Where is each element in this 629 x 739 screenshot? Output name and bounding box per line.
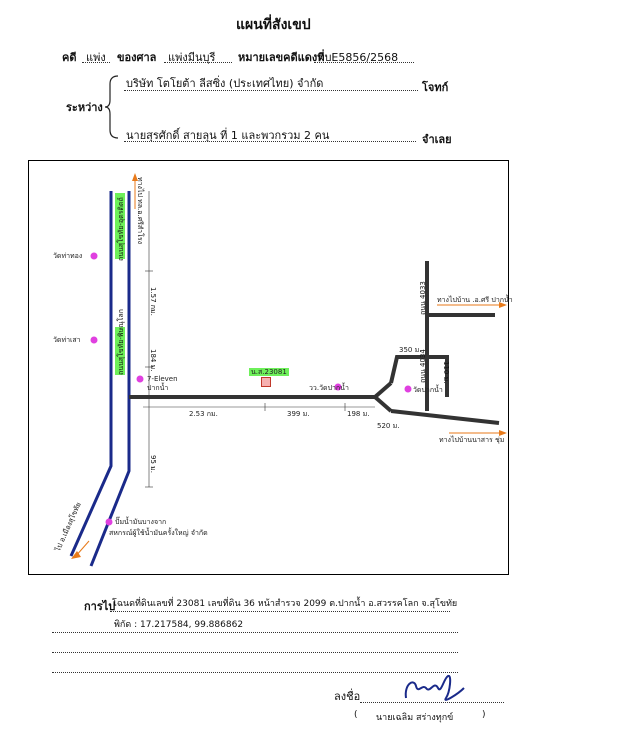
case-label: คดี [62, 51, 77, 64]
land-plot-label: น.ส.23081 [249, 367, 289, 378]
between-label: ระหว่าง [66, 101, 103, 114]
south-distance: 95 ม. [149, 455, 157, 473]
segment-3-label: 198 ม. [347, 410, 370, 418]
page-title: แผนที่สังเขป [236, 17, 311, 33]
mid-distance: 184 ม. [149, 349, 157, 372]
defendant-name: นายสุรศักดิ์ สายลุน ที่ 1 และพวกรวม 2 คน [126, 129, 330, 142]
temple-paknam-2-marker-icon [404, 385, 412, 393]
court-name: แพ่งมีนบุรี [168, 51, 216, 64]
main-road-upper-label: ถนนสุโขทัย-อุตรดิตถ์ [117, 197, 125, 261]
branch-right-road-label: ถนน 4034 [419, 349, 427, 383]
map-roads [69, 173, 507, 567]
segment-2-label: 399 ม. [287, 410, 310, 418]
gas-station-marker-icon [105, 518, 113, 526]
dist-a-label: 350 ม. [399, 346, 422, 354]
dist-b-label: 110 ม. [442, 361, 450, 384]
temple-paknam-label: วว.วัดปากน้ำ [309, 384, 349, 392]
directions-text: โฉนดที่ดินเลขที่ 23081 เลขที่ดิน 36 หน้า… [112, 599, 458, 609]
directions-label: การไป [84, 600, 116, 613]
to-lower-right-label: ทางไปบ้านนาสาร ชุ่ม [439, 436, 505, 444]
temple-paknam-2-label: วัดปากน้ำ [413, 386, 443, 394]
signer-open-paren: ( [354, 710, 358, 720]
dist-c-label: 520 ม. [377, 422, 400, 430]
seven-eleven-marker-icon [136, 375, 144, 383]
court-label: ของศาล [117, 51, 157, 64]
seven-eleven-label: 7-Eleven ปากน้ำ [147, 375, 178, 392]
land-plot-marker-icon [261, 377, 271, 387]
temple-2-label: วัดท่าเสา [53, 336, 81, 344]
signer-name: นายเฉลิม สร่างทุกข์ [376, 713, 454, 723]
plaintiff-role: โจทก์ [422, 81, 449, 94]
gas-station-sub-label: สหกรณ์ผู้ใช้น้ำมันครั้งใหญ่ จำกัด [109, 529, 208, 537]
main-road-lower-label: ถนนสุโขทัย-พิษณุโลก [117, 309, 125, 375]
north-distance: 1.57 กม. [149, 287, 157, 316]
signature-image [404, 674, 465, 701]
brace-icon [104, 75, 119, 139]
red-number: ผบE5856/2568 [318, 51, 399, 64]
map-frame: ถนนสุโขทัย-อุตรดิตถ์ ถนนสุโขทัย-พิษณุโลก… [28, 160, 513, 575]
land-plot-text: น.ส.23081 [249, 368, 289, 376]
signature-label: ลงชื่อ [334, 690, 361, 703]
plaintiff-name: บริษัท โตโยต้า ลีสซิ่ง (ประเทศไทย) จำกัด [126, 77, 324, 90]
temple-2-marker-icon [90, 336, 98, 344]
signer-close-paren: ) [482, 710, 486, 720]
temple-1-label: วัดท่าทอง [53, 252, 83, 260]
segment-1-label: 2.53 กม. [189, 410, 218, 418]
temple-paknam-marker-icon [334, 383, 342, 391]
coordinates: พิกัด : 17.217584, 99.886862 [114, 620, 244, 630]
to-north-label: ทางไป ทล.อ.ศรีสำโรง [136, 177, 144, 245]
gas-station-label: ปั๊มน้ำมันบางจาก [115, 518, 167, 526]
to-upper-right-label: ทางไปบ้าน .อ.ศรี ปากน้ำ [437, 296, 513, 304]
case-type: แพ่ง [86, 51, 106, 64]
red-number-label: หมายเลขคดีแดงที่ [238, 51, 325, 64]
defendant-role: จำเลย [422, 133, 452, 146]
temple-1-marker-icon [90, 252, 98, 260]
branch-top-road-label: ถนน 4033 [419, 281, 427, 315]
